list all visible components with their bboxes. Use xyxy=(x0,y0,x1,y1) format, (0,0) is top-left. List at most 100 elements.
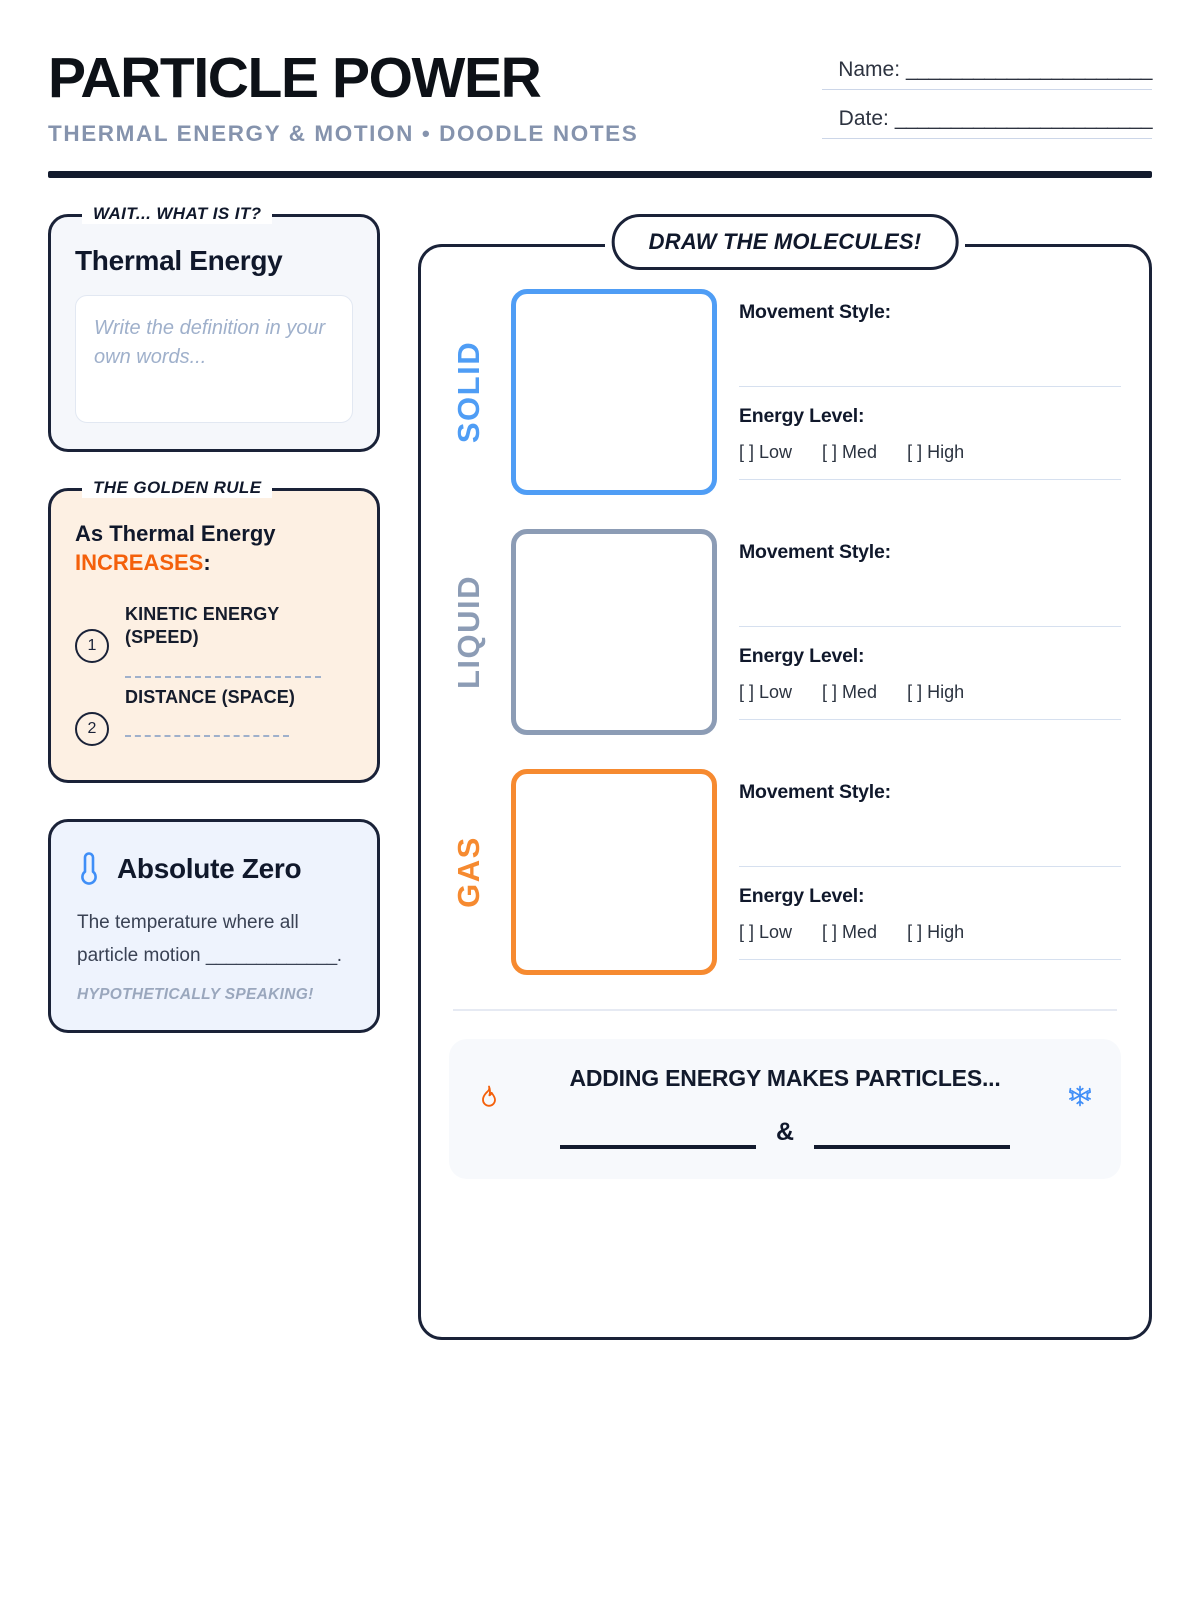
definition-card-body: Thermal Energy Write the definition in y… xyxy=(48,214,380,452)
left-column: WAIT... WHAT IS IT? Thermal Energy Write… xyxy=(48,204,380,1034)
absolute-zero-card: Absolute Zero The temperature where all … xyxy=(48,818,380,1034)
energy-field-solid: Energy Level: [ ] Low [ ] Med [ ] High xyxy=(739,387,1121,480)
page-header: PARTICLE POWER THERMAL ENERGY & MOTION •… xyxy=(48,46,1153,147)
energy-choice-low[interactable]: [ ] Low xyxy=(739,442,793,462)
name-date-block: Name: ______________________ Date: _____… xyxy=(822,46,1153,139)
summary-blank-second[interactable] xyxy=(814,1123,1011,1149)
summary-box: ADDING ENERGY MAKES PARTICLES... & xyxy=(449,1039,1121,1179)
energy-choice-low[interactable]: [ ] Low xyxy=(739,922,793,942)
state-label-solid: SOLID xyxy=(449,289,489,495)
summary-conjunction: & xyxy=(775,1118,795,1146)
golden-rule-text: DISTANCE (SPACE) xyxy=(125,686,295,707)
energy-choices-gas: [ ] Low [ ] Med [ ] High xyxy=(739,922,1121,960)
energy-choice-med[interactable]: [ ] Med xyxy=(822,442,878,462)
definition-input[interactable]: Write the definition in your own words..… xyxy=(75,295,353,423)
golden-rule-highlight: INCREASES xyxy=(75,550,204,576)
movement-style-label: Movement Style: xyxy=(739,781,891,803)
absolute-zero-header: Absolute Zero xyxy=(77,850,351,888)
summary-blanks: & xyxy=(475,1118,1095,1149)
movement-style-label: Movement Style: xyxy=(739,541,891,563)
draw-area-liquid[interactable] xyxy=(511,529,717,735)
definition-term: Thermal Energy xyxy=(75,245,283,276)
draw-area-gas[interactable] xyxy=(511,769,717,975)
energy-choice-high[interactable]: [ ] High xyxy=(907,442,965,462)
state-name-solid: SOLID xyxy=(451,340,487,444)
energy-choice-high[interactable]: [ ] High xyxy=(907,922,965,942)
energy-field-gas: Energy Level: [ ] Low [ ] Med [ ] High xyxy=(739,867,1121,960)
state-fields-gas: Movement Style: Energy Level: [ ] Low [ … xyxy=(739,769,1121,975)
energy-choices-liquid: [ ] Low [ ] Med [ ] High xyxy=(739,682,1121,720)
state-fields-liquid: Movement Style: Energy Level: [ ] Low [ … xyxy=(739,529,1121,735)
golden-rule-text-wrap: KINETIC ENERGY (SPEED) xyxy=(125,603,353,678)
energy-choices-solid: [ ] Low [ ] Med [ ] High xyxy=(739,442,1121,480)
definition-card: WAIT... WHAT IS IT? Thermal Energy Write… xyxy=(48,204,380,452)
page-title: PARTICLE POWER xyxy=(48,46,542,110)
energy-level-label: Energy Level: xyxy=(739,645,865,667)
molecules-panel: DRAW THE MOLECULES! SOLID Movement Style… xyxy=(418,214,1152,1340)
energy-choice-high[interactable]: [ ] High xyxy=(907,682,965,702)
title-block: PARTICLE POWER THERMAL ENERGY & MOTION •… xyxy=(48,46,638,147)
body-grid: WAIT... WHAT IS IT? Thermal Energy Write… xyxy=(48,204,1152,1340)
movement-field-solid: Movement Style: xyxy=(739,289,1121,387)
summary-blank-first[interactable] xyxy=(559,1123,756,1149)
energy-level-label: Energy Level: xyxy=(739,885,865,907)
movement-style-write-line[interactable] xyxy=(739,866,1121,867)
golden-rule-text: KINETIC ENERGY (SPEED) xyxy=(125,604,280,648)
absolute-zero-text-before: The temperature where all particle motio… xyxy=(77,911,299,967)
state-label-liquid: LIQUID xyxy=(449,529,489,735)
date-field-row[interactable]: Date: _______________________ xyxy=(822,107,1153,139)
right-column: DRAW THE MOLECULES! SOLID Movement Style… xyxy=(418,214,1152,1340)
thermometer-icon xyxy=(77,850,101,888)
summary-title: ADDING ENERGY MAKES PARTICLES... xyxy=(569,1065,1001,1091)
golden-rule-item: 1 KINETIC ENERGY (SPEED) xyxy=(75,603,353,678)
definition-card-tab: WAIT... WHAT IS IT? xyxy=(82,204,273,224)
state-row-solid: SOLID Movement Style: Energy Level: xyxy=(449,289,1121,495)
snowflake-icon xyxy=(1068,1085,1092,1114)
definition-placeholder: Write the definition in your own words..… xyxy=(94,317,326,368)
date-label: Date: xyxy=(838,107,889,130)
name-label: Name: xyxy=(838,58,901,81)
golden-rule-write-line[interactable] xyxy=(125,675,322,678)
date-blank: _______________________ xyxy=(894,107,1153,130)
golden-rule-lead-suffix: : xyxy=(203,550,211,576)
molecules-panel-badge: DRAW THE MOLECULES! xyxy=(611,214,959,270)
energy-choice-med[interactable]: [ ] Med xyxy=(822,682,878,702)
movement-style-label: Movement Style: xyxy=(739,301,891,323)
energy-choice-low[interactable]: [ ] Low xyxy=(739,682,793,702)
name-field-row[interactable]: Name: ______________________ xyxy=(822,58,1152,90)
golden-rule-write-line[interactable] xyxy=(125,735,290,738)
state-name-liquid: LIQUID xyxy=(451,574,486,690)
golden-rule-text-wrap: DISTANCE (SPACE) xyxy=(125,686,353,738)
golden-rule-number: 2 xyxy=(75,711,109,746)
absolute-zero-text-after: . xyxy=(336,945,342,967)
movement-style-write-line[interactable] xyxy=(739,626,1121,627)
state-label-gas: GAS xyxy=(449,769,489,975)
page-subtitle: THERMAL ENERGY & MOTION • DOODLE NOTES xyxy=(48,121,639,146)
state-name-gas: GAS xyxy=(451,836,486,908)
golden-rule-lead-prefix: As Thermal Energy xyxy=(75,521,276,546)
golden-rule-lead: As Thermal Energy INCREASES: xyxy=(75,519,353,577)
golden-rule-card: THE GOLDEN RULE As Thermal Energy INCREA… xyxy=(48,478,380,783)
golden-rule-item: 2 DISTANCE (SPACE) xyxy=(75,686,353,746)
state-row-liquid: LIQUID Movement Style: Energy Level: xyxy=(449,529,1121,735)
flame-icon xyxy=(479,1085,499,1116)
movement-field-liquid: Movement Style: xyxy=(739,529,1121,627)
golden-rule-card-body: As Thermal Energy INCREASES: 1 KINETIC E… xyxy=(48,488,380,783)
movement-style-write-line[interactable] xyxy=(739,386,1121,387)
energy-level-label: Energy Level: xyxy=(739,405,865,427)
absolute-zero-text: The temperature where all particle motio… xyxy=(77,906,351,973)
header-divider xyxy=(48,171,1152,178)
molecules-panel-body: SOLID Movement Style: Energy Level: xyxy=(418,243,1152,1340)
absolute-zero-note: HYPOTHETICALLY SPEAKING! xyxy=(77,986,314,1004)
golden-rule-card-tab: THE GOLDEN RULE xyxy=(82,478,273,498)
golden-rule-number: 1 xyxy=(75,629,109,664)
draw-area-solid[interactable] xyxy=(511,289,717,495)
energy-field-liquid: Energy Level: [ ] Low [ ] Med [ ] High xyxy=(739,627,1121,720)
name-blank: ______________________ xyxy=(906,58,1152,81)
absolute-zero-blank[interactable]: _____________ xyxy=(205,945,337,967)
state-fields-solid: Movement Style: Energy Level: [ ] Low [ … xyxy=(739,289,1121,495)
energy-choice-med[interactable]: [ ] Med xyxy=(822,922,878,942)
movement-field-gas: Movement Style: xyxy=(739,769,1121,867)
state-row-gas: GAS Movement Style: Energy Level: xyxy=(449,769,1121,975)
